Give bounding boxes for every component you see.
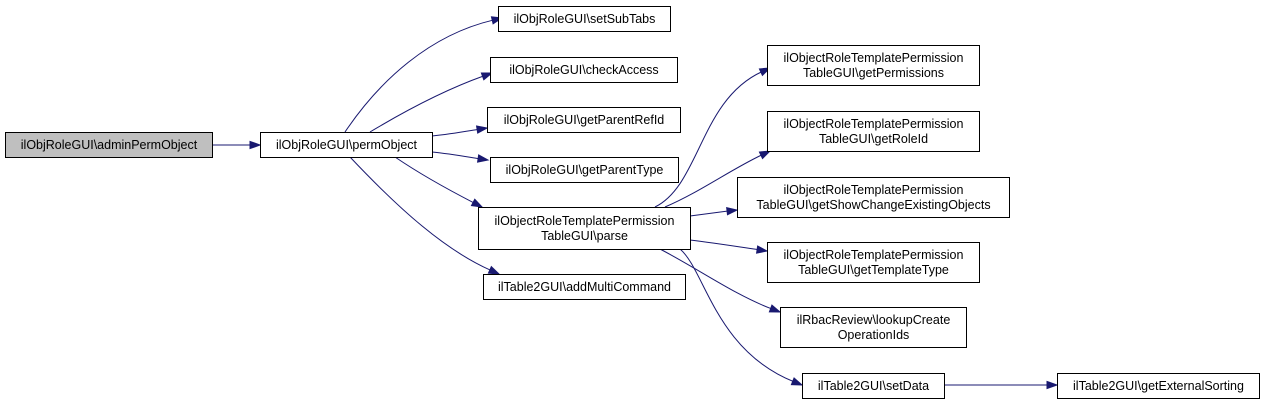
node-label: ilTable2GUI\getExternalSorting	[1073, 379, 1244, 393]
node-label: OperationIds	[838, 328, 910, 342]
edge-line	[659, 248, 772, 310]
edge-permObject-to-parse	[394, 156, 484, 208]
node-box	[802, 373, 945, 399]
arrowhead-icon	[1046, 380, 1059, 390]
node-label: ilTable2GUI\addMultiCommand	[498, 280, 671, 294]
arrowhead-icon	[755, 245, 769, 254]
node-addMultiCommand[interactable]: ilTable2GUI\addMultiCommand	[483, 274, 686, 300]
edge-parse-to-lookupCreateOperationIds	[659, 248, 782, 313]
node-box	[737, 177, 1010, 218]
node-box	[498, 6, 671, 32]
node-box	[767, 242, 980, 283]
node-label: TableGUI\getShowChangeExistingObjects	[756, 198, 990, 212]
edge-line	[689, 239, 759, 251]
node-label: ilObjRoleGUI\getParentRefId	[504, 113, 665, 127]
node-box	[767, 111, 980, 152]
node-getTemplateType[interactable]: ilObjectRoleTemplatePermissionTableGUI\g…	[767, 242, 980, 283]
edge-line	[664, 154, 763, 208]
edge-line	[369, 75, 484, 133]
node-getExternalSorting[interactable]: ilTable2GUI\getExternalSorting	[1057, 373, 1260, 399]
arrowhead-icon	[768, 304, 782, 313]
edge-parse-to-getTemplateType	[689, 239, 769, 254]
edge-line	[394, 156, 475, 204]
arrowhead-icon	[249, 140, 262, 150]
arrowhead-icon	[476, 154, 490, 163]
edge-line	[344, 19, 494, 133]
node-label: TableGUI\getPermissions	[803, 66, 944, 80]
edge-parse-to-getRoleId	[664, 150, 772, 208]
node-box	[483, 274, 686, 300]
edge-setData-to-getExternalSorting	[944, 380, 1059, 390]
arrowhead-icon	[480, 72, 494, 81]
node-box	[780, 307, 967, 348]
arrowhead-icon	[475, 125, 489, 134]
edge-line	[431, 128, 479, 137]
node-label: ilObjectRoleTemplatePermission	[784, 51, 964, 65]
node-getParentRefId[interactable]: ilObjRoleGUI\getParentRefId	[487, 107, 681, 133]
node-permObject[interactable]: ilObjRoleGUI\permObject	[260, 132, 433, 158]
node-getPermissions[interactable]: ilObjectRoleTemplatePermissionTableGUI\g…	[767, 45, 980, 86]
edge-line	[654, 71, 763, 208]
edge-parse-to-setData	[679, 248, 804, 386]
node-label: ilObjRoleGUI\getParentType	[506, 163, 664, 177]
node-getShowChangeExistingObjects[interactable]: ilObjectRoleTemplatePermissionTableGUI\g…	[737, 177, 1010, 218]
node-label: ilObjRoleGUI\checkAccess	[509, 63, 658, 77]
edge-permObject-to-setSubTabs	[344, 16, 504, 133]
node-parse[interactable]: ilObjectRoleTemplatePermissionTableGUI\p…	[478, 207, 691, 250]
arrowhead-icon	[790, 377, 804, 386]
node-label: ilRbacReview\lookupCreate	[797, 313, 951, 327]
node-label: ilTable2GUI\setData	[818, 379, 929, 393]
node-box	[490, 157, 679, 183]
node-box	[767, 45, 980, 86]
edge-permObject-to-addMultiCommand	[349, 156, 501, 275]
edge-line	[679, 248, 794, 383]
edge-adminPermObject-to-permObject	[212, 140, 262, 150]
node-label: TableGUI\getTemplateType	[798, 263, 949, 277]
node-label: ilObjectRoleTemplatePermission	[784, 248, 964, 262]
edge-permObject-to-getParentRefId	[431, 125, 489, 137]
node-box	[260, 132, 433, 158]
node-box	[490, 57, 678, 83]
edge-line	[349, 156, 491, 271]
node-adminPermObject[interactable]: ilObjRoleGUI\adminPermObject	[5, 132, 213, 158]
edge-permObject-to-getParentType	[431, 151, 490, 163]
node-label: ilObjRoleGUI\setSubTabs	[514, 12, 656, 26]
arrowhead-icon	[470, 198, 484, 208]
edge-line	[689, 210, 729, 217]
node-label: ilObjectRoleTemplatePermission	[495, 214, 675, 228]
node-getRoleId[interactable]: ilObjectRoleTemplatePermissionTableGUI\g…	[767, 111, 980, 152]
node-label: TableGUI\parse	[541, 229, 628, 243]
node-getParentType[interactable]: ilObjRoleGUI\getParentType	[490, 157, 679, 183]
node-box	[487, 107, 681, 133]
node-checkAccess[interactable]: ilObjRoleGUI\checkAccess	[490, 57, 678, 83]
node-setData[interactable]: ilTable2GUI\setData	[802, 373, 945, 399]
node-setSubTabs[interactable]: ilObjRoleGUI\setSubTabs	[498, 6, 671, 32]
node-box	[5, 132, 213, 158]
node-label: TableGUI\getRoleId	[819, 132, 928, 146]
node-box	[1057, 373, 1260, 399]
arrowhead-icon	[487, 265, 501, 275]
arrowhead-icon	[726, 206, 739, 216]
node-label: ilObjectRoleTemplatePermission	[784, 183, 964, 197]
node-label: ilObjRoleGUI\adminPermObject	[21, 138, 198, 152]
edge-parse-to-getShowChangeExistingObjects	[689, 206, 739, 217]
node-label: ilObjectRoleTemplatePermission	[784, 117, 964, 131]
node-box	[478, 207, 691, 250]
edge-permObject-to-checkAccess	[369, 72, 494, 133]
arrowhead-icon	[758, 150, 772, 160]
node-label: ilObjRoleGUI\permObject	[276, 138, 418, 152]
edge-line	[431, 151, 480, 160]
